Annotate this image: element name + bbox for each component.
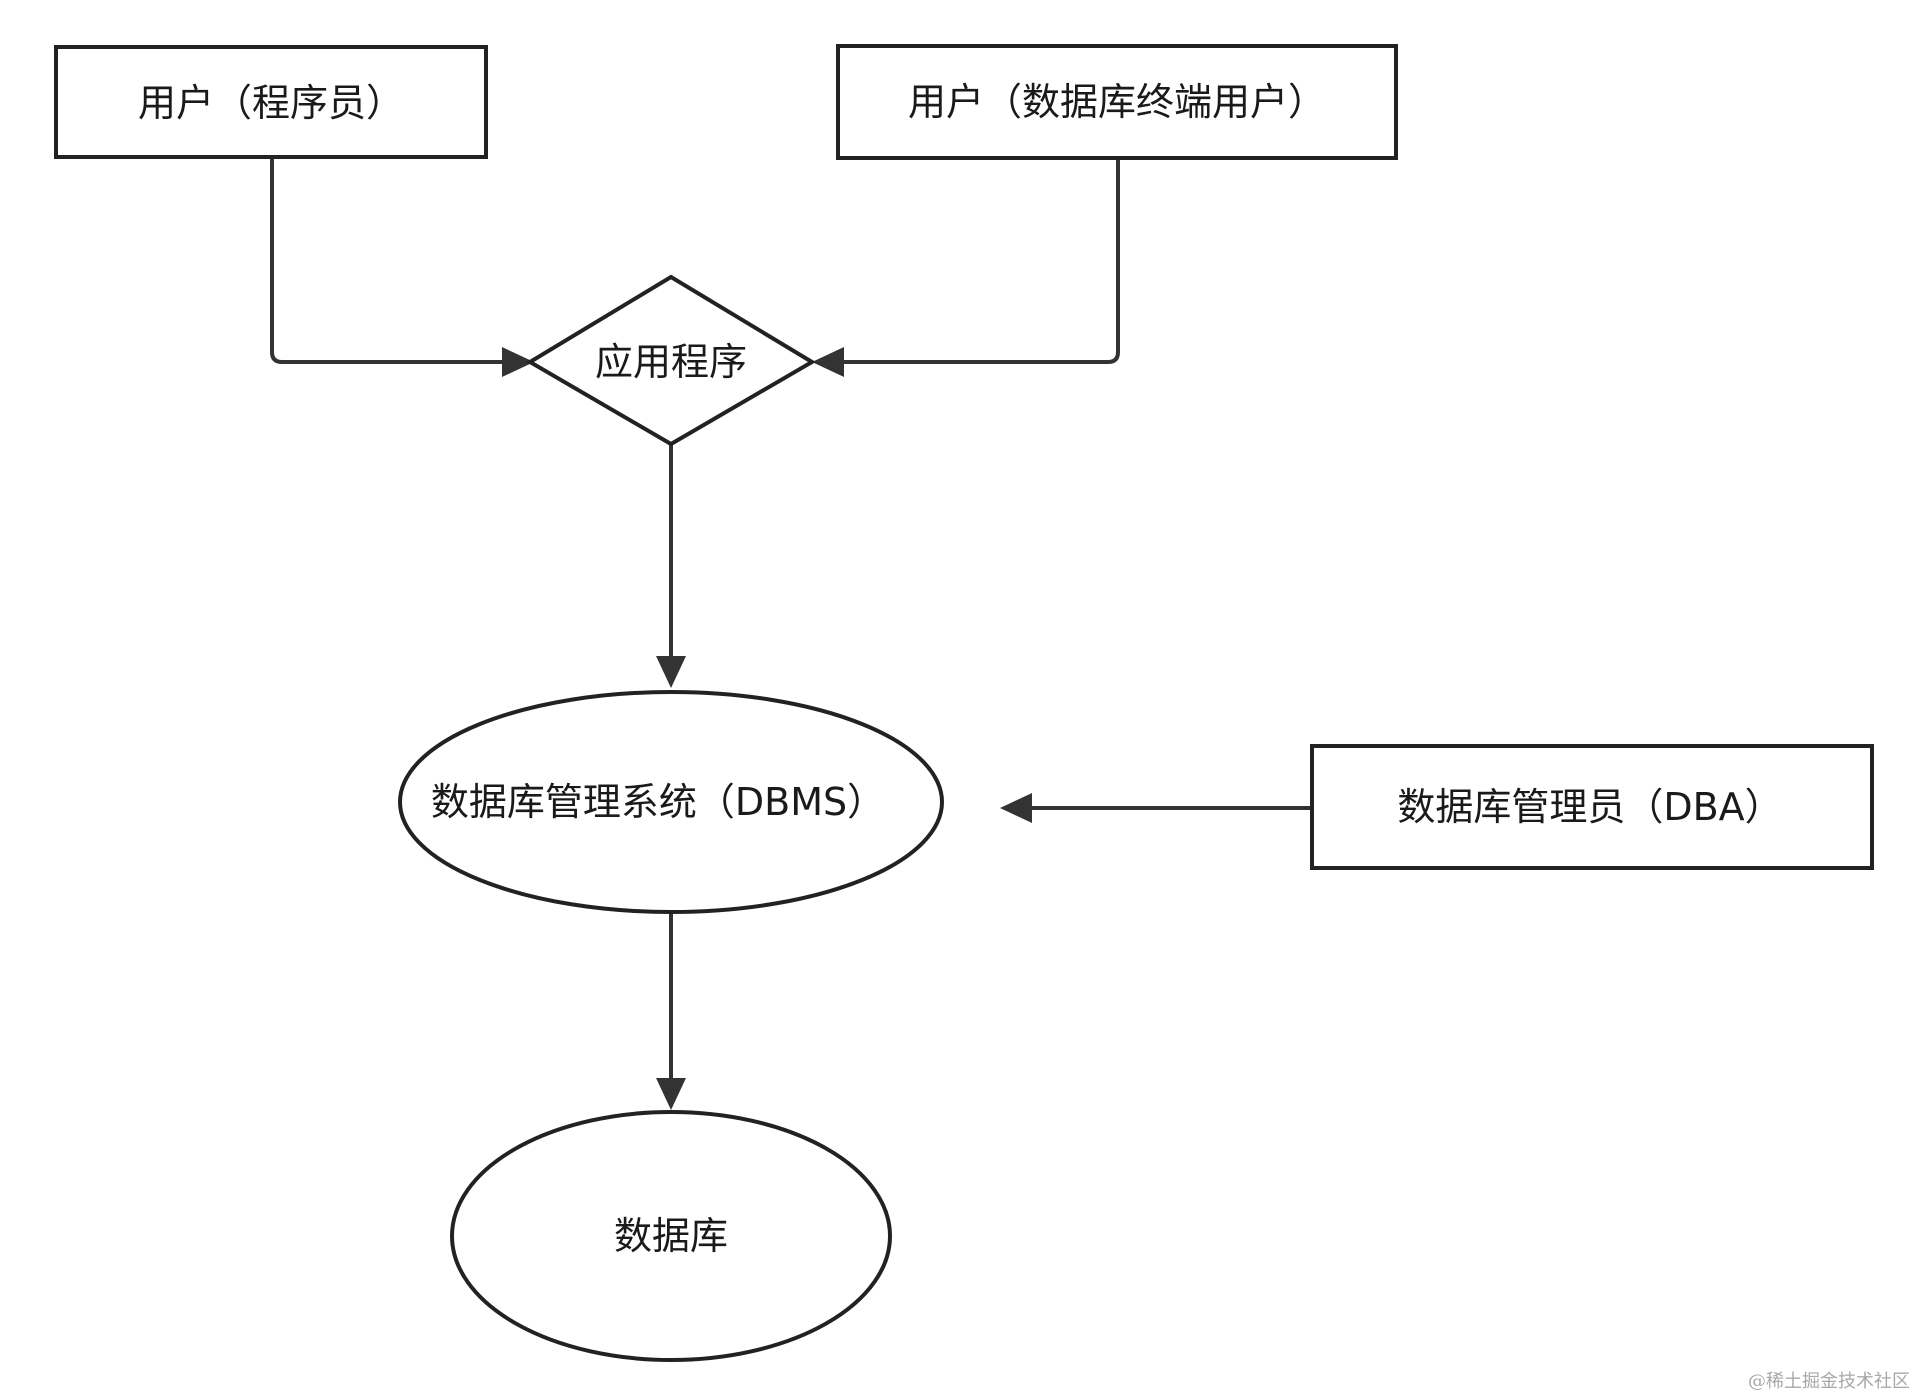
node-end-user: 用户（数据库终端用户） bbox=[836, 44, 1398, 160]
arrowhead-enduser-to-application bbox=[812, 347, 844, 377]
node-programmer-user: 用户（程序员） bbox=[54, 45, 488, 159]
arrowhead-dba-to-dbms bbox=[1000, 793, 1032, 823]
edges bbox=[270, 158, 1310, 1110]
end-user-box bbox=[836, 44, 1398, 160]
dba-label: 数据库管理员（DBA） bbox=[1397, 785, 1782, 829]
arrowhead-application-to-dbms bbox=[656, 656, 686, 688]
edge-enduser-to-application bbox=[836, 158, 1120, 364]
node-application: 应用程序 bbox=[526, 274, 816, 447]
application-label: 应用程序 bbox=[595, 340, 747, 384]
programmer-user-label: 用户（程序员） bbox=[138, 81, 404, 125]
database-ellipse bbox=[450, 1110, 892, 1362]
end-user-label: 用户（数据库终端用户） bbox=[908, 80, 1326, 124]
arrowhead-dbms-to-database bbox=[656, 1078, 686, 1110]
edge-programmer-to-application bbox=[270, 158, 510, 364]
node-dbms: 数据库管理系统（DBMS） bbox=[398, 690, 944, 914]
node-database: 数据库 bbox=[450, 1110, 892, 1362]
arrowhead-programmer-to-application bbox=[502, 347, 534, 377]
programmer-user-box bbox=[54, 45, 488, 159]
watermark: @稀土掘金技术社区 bbox=[1748, 1371, 1910, 1392]
dbms-ellipse bbox=[398, 690, 944, 914]
database-label: 数据库 bbox=[614, 1214, 728, 1258]
dbms-label: 数据库管理系统（DBMS） bbox=[431, 780, 885, 824]
node-dba: 数据库管理员（DBA） bbox=[1310, 744, 1874, 870]
dba-box bbox=[1310, 744, 1874, 870]
application-diamond bbox=[526, 274, 816, 447]
